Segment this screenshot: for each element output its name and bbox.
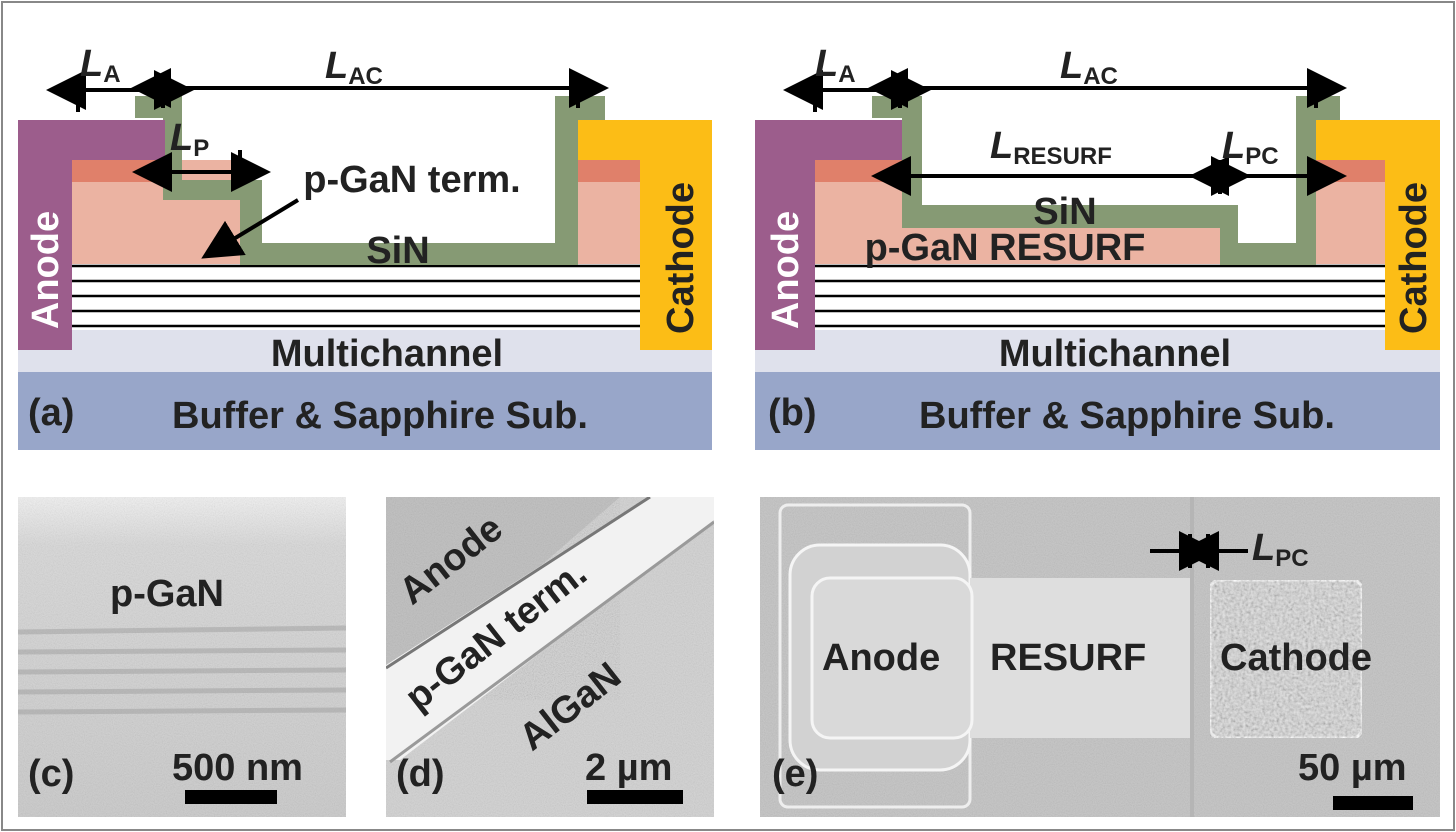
channel-lines-a — [72, 264, 640, 328]
buffer-label-b: Buffer & Sapphire Sub. — [919, 395, 1335, 437]
dim-lresurf-b: LRESURF — [871, 125, 1251, 196]
panel-label-e: (e) — [772, 753, 818, 795]
cathode-label-e: Cathode — [1220, 637, 1372, 679]
anode-contact-b — [755, 120, 902, 350]
anode-inner-e — [810, 576, 974, 740]
channel-lines-b — [815, 264, 1385, 328]
multichannel-label-b: Multichannel — [999, 333, 1231, 375]
sin-passivation-b — [872, 96, 1340, 265]
anode-label-e: Anode — [822, 637, 940, 679]
panel-label-d: (d) — [396, 753, 445, 795]
cathode-pad-e — [1208, 578, 1364, 740]
pgan-right-top-b — [1312, 160, 1385, 182]
multichannel-layer-b — [755, 330, 1440, 372]
pgan-resurf-region-b — [815, 228, 1220, 264]
scale-label-c: 500 nm — [172, 747, 303, 789]
resurf-label-e: RESURF — [990, 637, 1146, 679]
pc-gap-line-e — [1190, 497, 1194, 817]
resurf-region-e — [970, 578, 1190, 738]
panel-label-b: (b) — [768, 392, 817, 434]
panel-label-c: (c) — [28, 753, 74, 795]
scale-bar-d — [587, 790, 683, 804]
interface-line-d1 — [386, 497, 651, 670]
cathode-label-b: Cathode — [1393, 182, 1435, 334]
dim-lp-a: LP — [132, 117, 271, 192]
lp-label-a: LP — [170, 117, 209, 162]
panel-e: Anode RESURF Cathode (e) LPC 50 µm — [760, 497, 1440, 817]
scale-bar-c — [185, 790, 277, 804]
pgan-left-top-b — [815, 160, 905, 182]
scale-label-d: 2 µm — [585, 747, 672, 789]
dim-lac-a: LAC — [131, 45, 609, 108]
pgan-term-band-d — [386, 497, 714, 760]
la-label-a: LA — [80, 43, 121, 88]
pgan-label-c: p-GaN — [110, 573, 224, 615]
cathode-label-a: Cathode — [660, 182, 702, 334]
layer-stripes-c — [17, 625, 347, 715]
sin-label-b: SiN — [1033, 191, 1096, 233]
buffer-layer-b — [755, 372, 1440, 450]
multichannel-label-a: Multichannel — [271, 333, 503, 375]
buffer-layer-a — [18, 372, 712, 450]
lpc-label-e: LPC — [1252, 527, 1309, 572]
sin-label-a: SiN — [366, 230, 429, 272]
anode-label-b: Anode — [765, 211, 807, 329]
pgan-term-label-a: p-GaN term. — [303, 159, 520, 201]
panel-a: Anode Cathode Multichannel (a) Buffer & … — [18, 43, 712, 450]
sin-passivation-a — [135, 96, 605, 265]
la-label-b: LA — [815, 43, 856, 88]
scale-bar-e — [1333, 796, 1413, 810]
dim-lpc-b: LPC — [1189, 125, 1347, 196]
cathode-contact-a — [578, 120, 712, 350]
pgan-pointer-arrow-a — [201, 198, 300, 259]
lpc-label-b: LPC — [1222, 125, 1279, 170]
dim-lpc-e: LPC — [1150, 527, 1309, 572]
multichannel-layer-a — [18, 330, 712, 372]
panel-d: Anode p-GaN term. AlGaN (d) 2 µm — [386, 497, 714, 817]
lresurf-label-b: LRESURF — [990, 125, 1112, 170]
panel-c: p-GaN (c) 500 nm — [17, 497, 347, 817]
pgan-resurf-label-b: p-GaN RESURF — [865, 227, 1146, 269]
lac-label-b: LAC — [1060, 45, 1118, 90]
interface-line-d2 — [389, 520, 714, 764]
scale-label-e: 50 µm — [1298, 747, 1407, 789]
anode-label-a: Anode — [25, 211, 67, 329]
anode-contact-a — [18, 120, 165, 350]
cathode-contact-b — [1316, 120, 1440, 350]
lac-label-a: LAC — [325, 45, 383, 90]
pgan-top-a — [72, 160, 162, 182]
panel-label-a: (a) — [28, 392, 74, 434]
buffer-label-a: Buffer & Sapphire Sub. — [172, 395, 588, 437]
dim-lac-b: LAC — [868, 45, 1347, 108]
pgan-right-top-a — [560, 160, 640, 182]
tem-image-c — [18, 497, 346, 817]
panel-b: Anode Cathode Multichannel (b) Buffer & … — [755, 43, 1440, 450]
